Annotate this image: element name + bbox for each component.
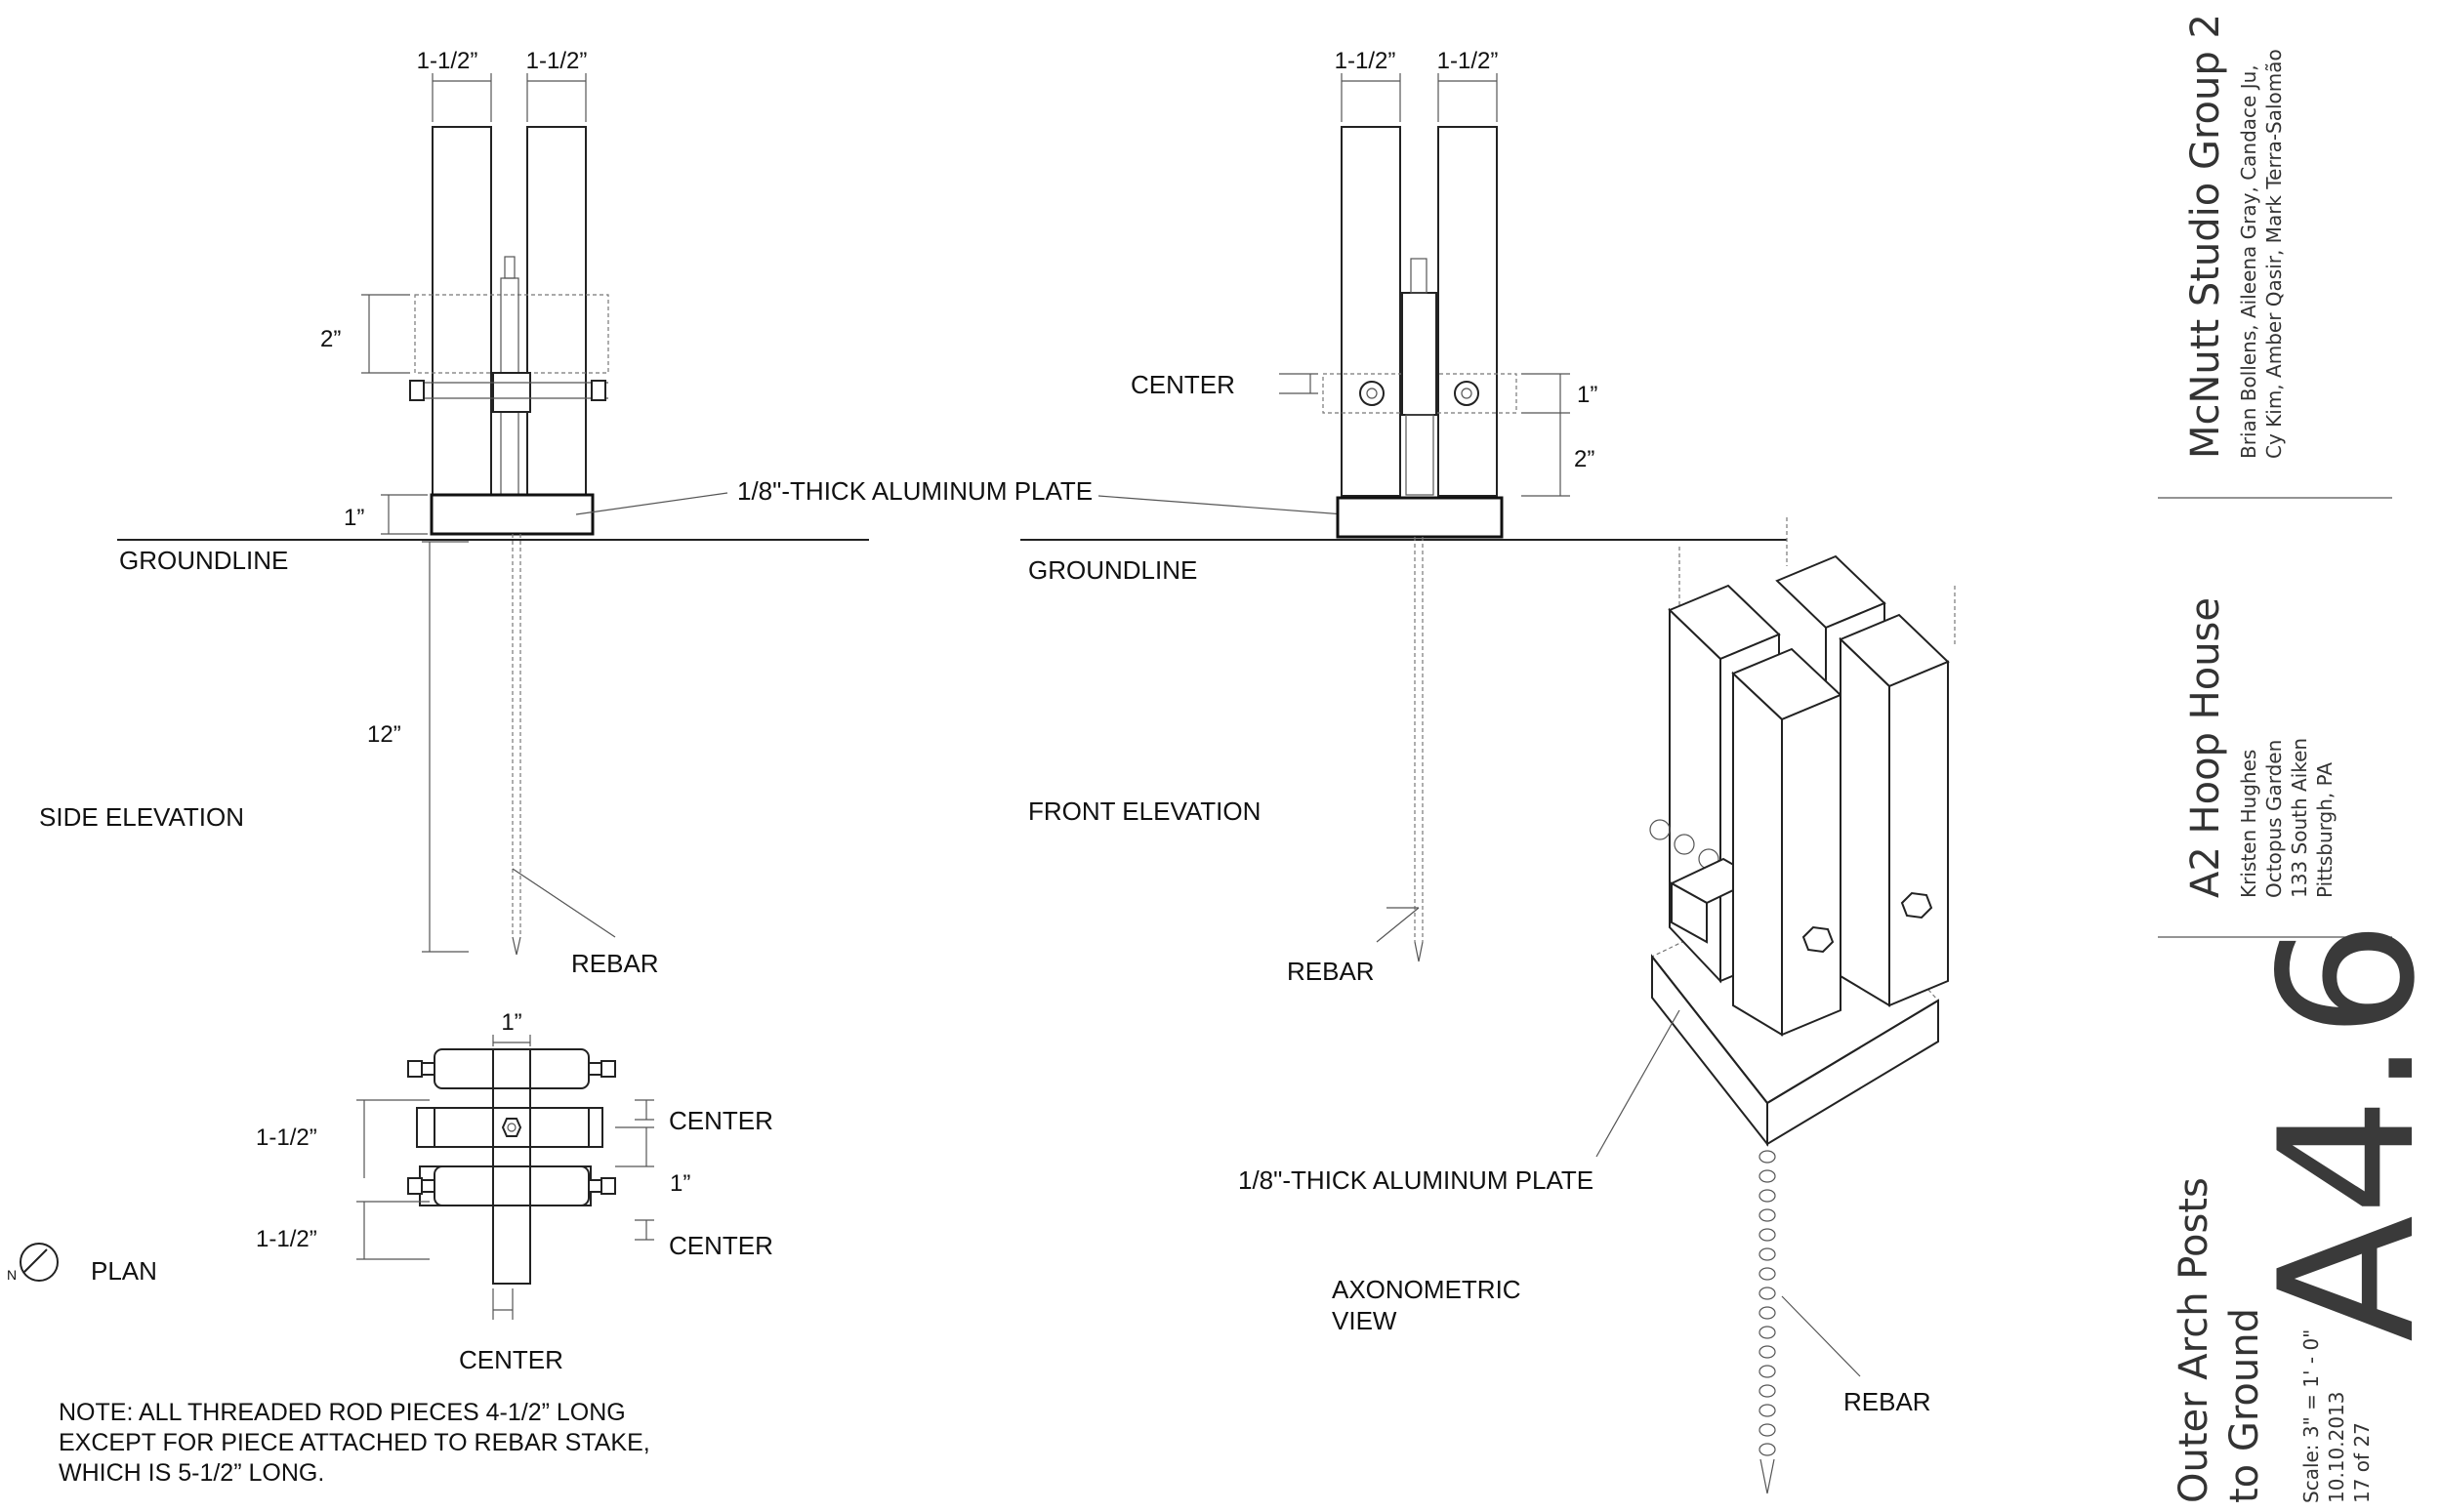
front-dim-left: 1-1/2” xyxy=(1335,48,1396,74)
plan-center-nut xyxy=(501,1118,522,1137)
side-dim-2: 2” xyxy=(320,326,341,352)
front-center-label: CENTER xyxy=(1131,370,1235,399)
note-line-3: WHICH IS 5-1/2” LONG. xyxy=(59,1459,324,1487)
side-rebar xyxy=(512,936,521,956)
front-nut-left xyxy=(1359,381,1385,406)
team-line-2: Cy Kim, Amber Qasir, Mark Terra-Salomão xyxy=(2262,49,2286,459)
front-elevation: 1-1/2” 1-1/2” CENTER 1” 2” GROUNDLINE FR… xyxy=(1028,48,1597,986)
front-dim-1: 1” xyxy=(1577,382,1597,408)
side-dim-1: 1” xyxy=(344,505,364,531)
sheet-title-line-2: to Ground xyxy=(2222,1308,2267,1503)
axo-post-front-left xyxy=(1732,671,1783,1037)
project-name: A2 Hoop House xyxy=(2183,597,2228,898)
plan-dim-left-top: 1-1/2” xyxy=(256,1124,317,1151)
note-line-1: NOTE: ALL THREADED ROD PIECES 4-1/2” LON… xyxy=(59,1399,626,1426)
side-dim-12: 12” xyxy=(367,721,401,748)
side-nut-left xyxy=(409,380,425,401)
axo-rebar-label: REBAR xyxy=(1843,1387,1931,1416)
front-aluminum-plate xyxy=(1336,496,1504,539)
client-org: Octopus Garden xyxy=(2262,740,2286,898)
side-dim-left: 1-1/2” xyxy=(417,48,478,74)
team-line-1: Brian Bollens, Aileena Gray, Candace Ju, xyxy=(2237,64,2260,459)
plan-dim-top: 1” xyxy=(501,1009,521,1036)
plan-dimension-lines xyxy=(356,1035,654,1320)
axonometric-view: 1/8"-THICK ALUMINUM PLATE AXONOMETRIC VI… xyxy=(1238,517,1956,1494)
client-city: Pittsburgh, PA xyxy=(2313,762,2337,898)
sheet-page: 17 of 27 xyxy=(2350,1422,2374,1503)
plate-label: 1/8"-THICK ALUMINUM PLATE xyxy=(737,476,1093,506)
side-elevation-title: SIDE ELEVATION xyxy=(39,802,244,832)
sheet-number: A4.6 xyxy=(2240,920,2441,1342)
axo-cross-block xyxy=(1671,881,1708,944)
side-groundline-label: GROUNDLINE xyxy=(119,546,288,575)
axo-title-1: AXONOMETRIC xyxy=(1332,1275,1521,1304)
plan-center-top: CENTER xyxy=(669,1106,773,1135)
front-dim-2: 2” xyxy=(1574,446,1594,472)
front-dim-right: 1-1/2” xyxy=(1437,48,1499,74)
plan-upper-rod-housing xyxy=(434,1048,590,1089)
north-label: N xyxy=(7,1267,17,1283)
side-aluminum-plate xyxy=(430,493,595,536)
axo-plate-label: 1/8"-THICK ALUMINUM PLATE xyxy=(1238,1165,1593,1195)
north-arrow-icon xyxy=(20,1243,59,1282)
front-post-right xyxy=(1437,126,1498,497)
plan-dim-mid: 1” xyxy=(670,1170,690,1197)
side-dimension-lines xyxy=(361,73,616,953)
axo-nut-center xyxy=(1801,925,1835,954)
client-name: Kristen Hughes xyxy=(2237,750,2260,898)
front-elevation-title: FRONT ELEVATION xyxy=(1028,797,1261,826)
front-post-left xyxy=(1341,126,1401,497)
sheet-date: 10.10.2013 xyxy=(2325,1391,2348,1503)
side-post-left xyxy=(432,126,492,497)
front-rebar-label: REBAR xyxy=(1287,957,1375,986)
front-coupling xyxy=(1401,292,1437,416)
front-groundline-label: GROUNDLINE xyxy=(1028,555,1197,585)
plan-view: 1” 1-1/2” 1-1/2” CENTER 1” CENTER CENTER… xyxy=(7,1009,773,1374)
front-rebar xyxy=(1414,941,1424,962)
note-line-2: EXCEPT FOR PIECE ATTACHED TO REBAR STAKE… xyxy=(59,1429,650,1456)
side-cross-block xyxy=(414,294,609,374)
title-block: McNutt Studio Group 2 Brian Bollens, Ail… xyxy=(2158,14,2441,1503)
plan-title: PLAN xyxy=(91,1256,157,1286)
side-post-right xyxy=(526,126,587,497)
side-coupling xyxy=(492,372,531,413)
side-nut-right xyxy=(591,380,606,401)
sheet-scale: Scale: 3" = 1' - 0" xyxy=(2299,1329,2323,1503)
axo-title-2: VIEW xyxy=(1332,1306,1397,1335)
side-dim-right: 1-1/2” xyxy=(526,48,588,74)
plan-center-bottom: CENTER xyxy=(669,1231,773,1260)
axo-nut-right xyxy=(1900,891,1933,919)
axo-rebar xyxy=(1758,1150,1776,1494)
side-rebar-label: REBAR xyxy=(571,949,659,978)
client-address: 133 South Aiken xyxy=(2288,738,2311,898)
axo-post-front-right xyxy=(1840,636,1890,1007)
note-block: NOTE: ALL THREADED ROD PIECES 4-1/2” LON… xyxy=(59,1399,650,1487)
front-dimension-lines xyxy=(1279,73,1570,943)
front-nut-right xyxy=(1454,381,1479,406)
studio-name: McNutt Studio Group 2 xyxy=(2183,14,2228,459)
plan-center-below: CENTER xyxy=(459,1345,563,1374)
plan-dim-left-bottom: 1-1/2” xyxy=(256,1226,317,1252)
sheet-title-line-1: Outer Arch Posts xyxy=(2172,1177,2216,1503)
side-elevation: 1-1/2” 1-1/2” 2” 1” 12” GROUNDLINE SIDE … xyxy=(39,48,659,978)
plan-lower-rod-housing xyxy=(434,1165,590,1206)
